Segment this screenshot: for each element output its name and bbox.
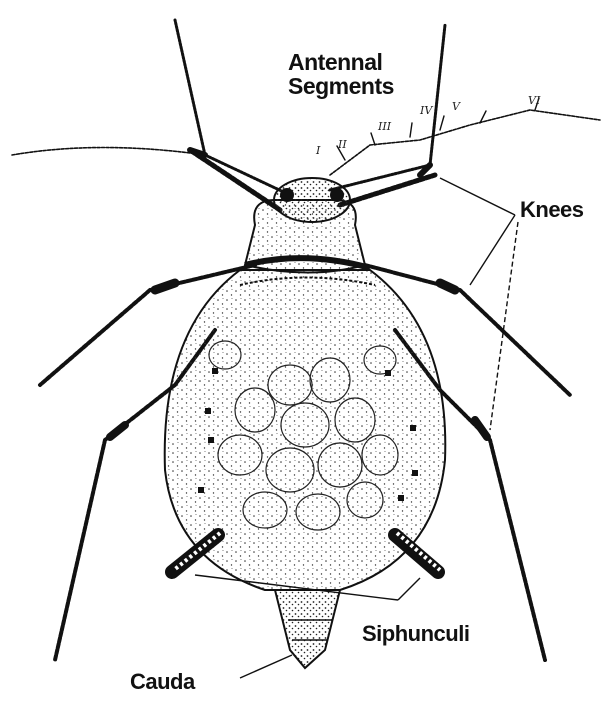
antennae [12,20,600,195]
antennal-segments-label: Antennal Segments [288,50,394,98]
segment-numeral-3: III [378,120,391,133]
cauda-label: Cauda [130,670,195,693]
segment-numeral-2: II [338,138,347,151]
segment-numeral-6: VI [528,94,540,107]
siphunculi-label: Siphunculi [362,622,469,645]
antennal-label-line2: Segments [288,74,394,98]
left-antenna [175,20,290,195]
segment-numeral-5: V [452,100,460,113]
right-front-leg [340,175,435,205]
left-antenna-whip [12,148,205,156]
segment-numeral-1: I [316,144,320,157]
antennal-label-line1: Antennal [288,50,394,74]
segment-numeral-4: IV [420,104,432,117]
cauda [275,590,340,668]
knees-label: Knees [520,198,584,221]
right-antenna-whip [330,110,600,175]
